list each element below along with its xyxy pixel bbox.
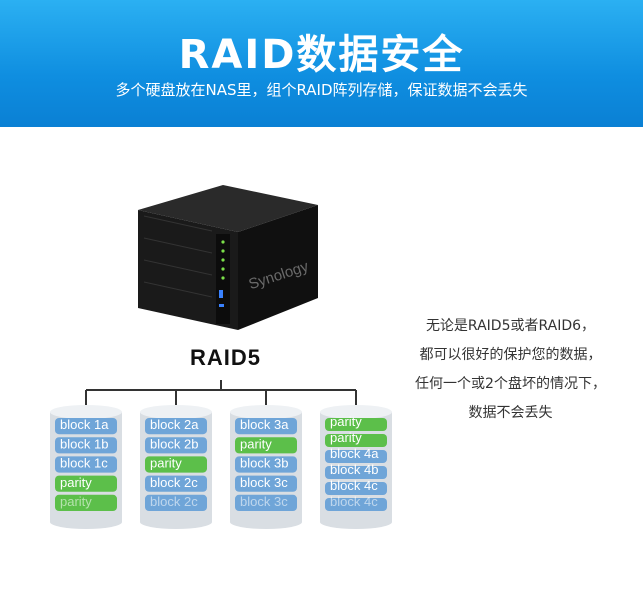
disk-top [140, 405, 212, 419]
parity-segment [55, 475, 117, 492]
block-label: block 4c [330, 494, 378, 509]
disk-top [230, 405, 302, 419]
parity-label: parity [60, 494, 92, 509]
block-segment [55, 456, 117, 473]
description-line: 数据不会丢失 [468, 405, 553, 421]
parity-segment [235, 437, 297, 454]
block-segment [325, 482, 387, 495]
block-segment [325, 466, 387, 479]
block-label: block 2c [150, 475, 198, 490]
parity-label: parity [60, 475, 92, 490]
parity-label: parity [150, 456, 182, 471]
block-segment [145, 418, 207, 435]
block-label: block 3c [240, 494, 288, 509]
parity-segment [55, 494, 117, 511]
disk-top [50, 405, 122, 419]
description-line: 无论是RAID5或者RAID6， [425, 318, 596, 334]
block-segment [235, 494, 297, 511]
disk-bottom [230, 515, 302, 529]
description-line: 任何一个或2个盘坏的情况下， [415, 376, 606, 392]
parity-segment [325, 434, 387, 447]
block-label: block 2c [150, 494, 198, 509]
block-label: block 4b [330, 462, 378, 477]
block-label: block 2a [150, 417, 199, 432]
block-label: block 1b [60, 436, 108, 451]
block-segment [235, 418, 297, 435]
parity-segment [145, 456, 207, 473]
block-label: block 2b [150, 436, 198, 451]
disk-1: block 1a block 1b block 1c parity parity [50, 405, 122, 529]
block-label: block 1a [60, 417, 109, 432]
block-label: block 3c [240, 475, 288, 490]
block-label: block 4a [330, 446, 379, 461]
block-segment [55, 437, 117, 454]
parity-label: parity [330, 414, 362, 429]
block-label: block 3b [240, 456, 288, 471]
raid-description: 无论是RAID5或者RAID6， 都可以很好的保护您的数据， 任何一个或2个盘坏… [388, 312, 633, 428]
block-segment [145, 437, 207, 454]
parity-label: parity [240, 436, 272, 451]
block-label: block 3a [240, 417, 289, 432]
disk-2: block 2a block 2b parity block 2c block 2c [140, 405, 212, 529]
parity-segment [325, 418, 387, 431]
block-segment [55, 418, 117, 435]
block-segment [235, 456, 297, 473]
disk-bottom [140, 515, 212, 529]
header-banner: RAID数据安全 多个硬盘放在NAS里，组个RAID阵列存储，保证数据不会丢失 [0, 0, 643, 127]
banner-subtitle: 多个硬盘放在NAS里，组个RAID阵列存储，保证数据不会丢失 [115, 81, 528, 99]
banner-title: RAID数据安全 [178, 32, 465, 78]
disk-bottom [50, 515, 122, 529]
description-line: 都可以很好的保护您的数据， [419, 347, 602, 363]
disk-bottom [320, 515, 392, 529]
block-segment [145, 475, 207, 492]
block-segment [235, 475, 297, 492]
block-label: block 1c [60, 456, 108, 471]
block-label: block 4c [330, 478, 378, 493]
block-segment [325, 450, 387, 463]
nas-device-image: Synology [138, 185, 318, 330]
raid-level-label: RAID5 [190, 345, 262, 370]
disk-top [320, 405, 392, 419]
disk-3: block 3a parity block 3b block 3c block 3c [230, 405, 302, 529]
parity-label: parity [330, 430, 362, 445]
block-segment [325, 498, 387, 511]
block-segment [145, 494, 207, 511]
